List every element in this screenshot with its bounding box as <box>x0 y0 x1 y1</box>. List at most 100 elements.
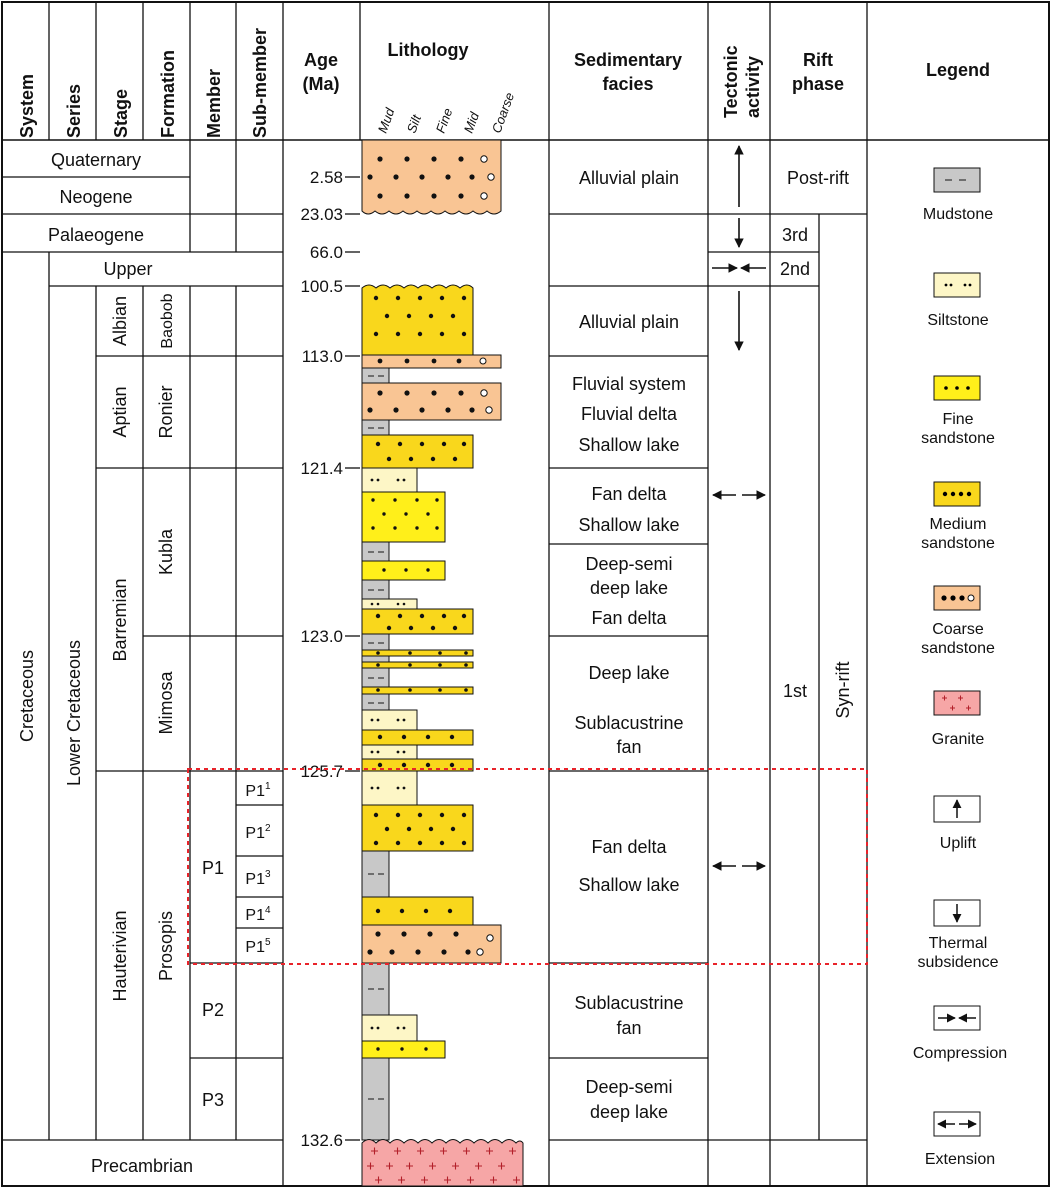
header-submember: Sub-member <box>250 28 270 138</box>
lith-mud-3 <box>361 541 390 562</box>
lith-medium-thin-3 <box>361 686 474 695</box>
facies-fan-delta-p1: Fan delta <box>591 837 667 857</box>
lith-medium-kubla <box>361 608 474 635</box>
grain-fine: Fine <box>433 106 456 135</box>
period-palaeogene: Palaeogene <box>48 225 144 245</box>
facies-deep-semi-1: Deep-semi <box>585 554 672 574</box>
facies-alluvial-top: Alluvial plain <box>579 168 679 188</box>
lith-coarse-aptian <box>361 382 502 421</box>
formation-kubla: Kubla <box>156 528 176 575</box>
lith-silt-2 <box>361 598 418 610</box>
lith-mud-1 <box>361 367 390 384</box>
legend: Mudstone Siltstone Fine sandstone Medium… <box>913 167 1007 1168</box>
period-quaternary: Quaternary <box>51 150 141 170</box>
age-markers <box>345 176 360 1141</box>
legend-medium-label-2: sandstone <box>921 535 995 552</box>
lith-silt-p1-1 <box>361 770 418 806</box>
lith-silt-1 <box>361 467 418 493</box>
header-system: System <box>17 74 37 138</box>
period-neogene: Neogene <box>59 187 132 207</box>
header-member: Member <box>204 69 224 138</box>
header-series: Series <box>64 84 84 138</box>
legend-thermal-label-2: subsidence <box>918 954 999 971</box>
member-p1: P1 <box>202 858 224 878</box>
header-age: Age <box>304 50 338 70</box>
legend-medium-label-1: Medium <box>930 516 987 533</box>
rift-phase: Post-rift 3rd 2nd 1st Syn-rift <box>780 168 853 719</box>
lith-mud-p3 <box>361 1057 390 1141</box>
age-23-03: 23.03 <box>300 205 343 224</box>
lith-medium-thin-1 <box>361 649 474 657</box>
header-facies: Sedimentary <box>574 50 682 70</box>
system-cretaceous: Cretaceous <box>17 650 37 742</box>
lith-medium-thin-2 <box>361 661 474 669</box>
rift-3rd: 3rd <box>782 225 808 245</box>
grain-mid: Mid <box>461 109 483 135</box>
granite-pattern <box>367 1147 520 1184</box>
submember-p1-4: P14 <box>245 905 271 924</box>
lith-mud-6 <box>361 667 390 688</box>
legend-siltstone-swatch <box>933 272 981 298</box>
legend-thermal-label-1: Thermal <box>929 935 988 952</box>
facies-fluvial-system: Fluvial system <box>572 374 686 394</box>
legend-granite-swatch <box>933 690 981 716</box>
submember-p1-2: P12 <box>245 823 271 842</box>
lith-coarse-top <box>361 139 502 215</box>
legend-uplift-label: Uplift <box>940 835 977 852</box>
grain-silt: Silt <box>404 112 425 135</box>
stage-hauterivian: Hauterivian <box>110 910 130 1001</box>
age-123-0: 123.0 <box>300 627 343 646</box>
member-p3: P3 <box>202 1090 224 1110</box>
sedimentary-facies: Alluvial plain Alluvial plain Fluvial sy… <box>572 168 686 1122</box>
lithology-patterns <box>367 155 495 1051</box>
lith-mud-5 <box>361 633 390 651</box>
submember-p1-1: P11 <box>245 781 271 800</box>
lith-mud-thin <box>361 655 390 663</box>
legend-fine-label-1: Fine <box>942 411 973 428</box>
header-tectonic-2: activity <box>743 56 763 118</box>
period-precambrian: Precambrian <box>91 1156 193 1176</box>
age-labels: 2.58 23.03 66.0 100.5 113.0 121.4 123.0 … <box>300 168 343 1150</box>
header-legend: Legend <box>926 60 990 80</box>
lith-silt-4 <box>361 744 418 760</box>
lith-coarse-p1-5 <box>361 924 502 964</box>
header-facies-2: facies <box>602 74 653 94</box>
lith-silt-3 <box>361 709 418 731</box>
facies-shallow-lake-p1: Shallow lake <box>578 875 679 895</box>
rift-syn-rift: Syn-rift <box>833 661 853 718</box>
lith-granite <box>361 1139 524 1187</box>
series-lower-cretaceous: Lower Cretaceous <box>64 640 84 786</box>
stage-aptian: Aptian <box>110 386 130 437</box>
member-p2: P2 <box>202 1000 224 1020</box>
legend-siltstone-label: Siltstone <box>927 312 988 329</box>
formation-ronier: Ronier <box>156 385 176 438</box>
facies-deep-semi-2: deep lake <box>590 578 668 598</box>
age-100-5: 100.5 <box>300 277 343 296</box>
legend-compression-label: Compression <box>913 1045 1007 1062</box>
stratigraphic-units: Quaternary Neogene Palaeogene Upper Prec… <box>17 150 271 1176</box>
facies-alluvial-albian: Alluvial plain <box>579 312 679 332</box>
facies-deep-lake: Deep lake <box>588 663 669 683</box>
submember-p1-5: P15 <box>245 937 271 956</box>
header-lithology: Lithology <box>388 40 469 60</box>
formation-prosopis: Prosopis <box>156 911 176 981</box>
header-stage: Stage <box>111 89 131 138</box>
facies-sublacustrine-1: Sublacustrine <box>574 713 683 733</box>
legend-fine-label-2: sandstone <box>921 430 995 447</box>
lith-fine-2 <box>361 560 446 581</box>
submember-p1-3: P13 <box>245 869 271 888</box>
legend-extension-label: Extension <box>925 1151 995 1168</box>
lith-mud-p2 <box>361 962 390 1016</box>
header-rift-2: phase <box>792 74 844 94</box>
header-rift: Rift <box>803 50 833 70</box>
age-113-0: 113.0 <box>302 347 343 366</box>
facies-sublacustrine-2: fan <box>616 737 641 757</box>
facies-sublacustrine-p2-1: Sublacustrine <box>574 993 683 1013</box>
legend-mudstone-swatch <box>933 167 981 193</box>
lith-mud-4 <box>361 579 390 600</box>
grain-mud: Mud <box>375 105 398 135</box>
stage-albian: Albian <box>110 296 130 346</box>
series-upper: Upper <box>103 259 152 279</box>
facies-sublacustrine-p2-2: fan <box>616 1018 641 1038</box>
